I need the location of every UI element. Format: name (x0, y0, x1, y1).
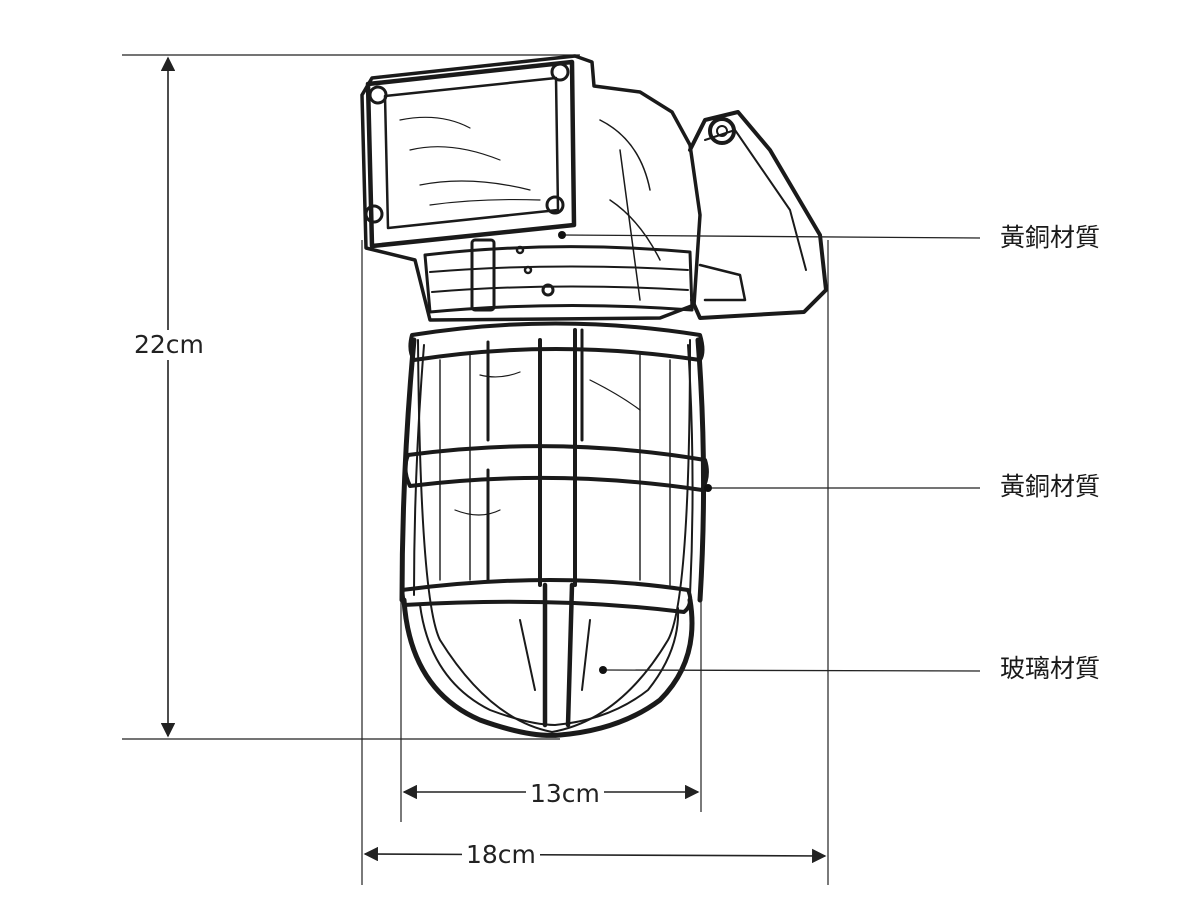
outer-width-arrow-line (363, 846, 827, 864)
callout-leader-1 (561, 234, 981, 239)
mounting-bracket (688, 110, 828, 320)
callout-label-brass-cage: 黃銅材質 (1000, 472, 1101, 501)
callout-leader-3 (602, 669, 981, 672)
callout-dot-3 (599, 666, 607, 674)
callout-dot-1 (558, 231, 566, 239)
callout-dot-2 (704, 484, 712, 492)
callout-label-glass: 玻璃材質 (1000, 654, 1101, 683)
lamp-illustration (360, 54, 828, 738)
protective-cage (399, 321, 709, 738)
height-dimension (122, 54, 580, 740)
inner-width-dimension-label: 13cm (526, 779, 604, 809)
callout-leaders (558, 231, 981, 674)
junction-box (360, 54, 702, 322)
outer-width-dimension-label: 18cm (462, 840, 540, 870)
height-dimension-label: 22cm (130, 330, 208, 360)
lamp-collar (423, 238, 694, 314)
width-dimensions (361, 240, 829, 885)
glass-globe (417, 339, 691, 733)
callout-label-brass-top: 黃銅材質 (1000, 223, 1101, 252)
